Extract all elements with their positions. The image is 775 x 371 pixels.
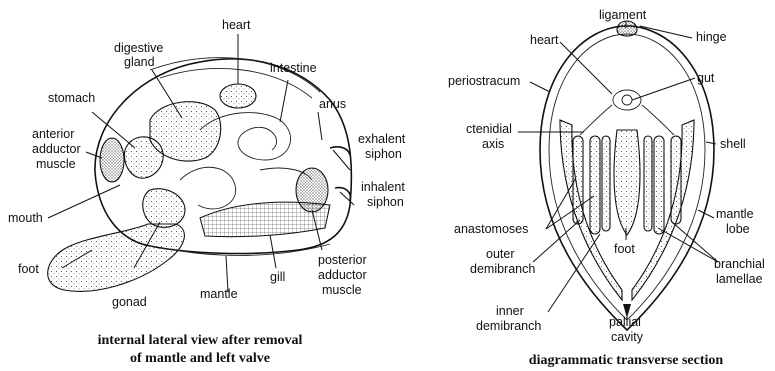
gut-shape bbox=[622, 95, 632, 105]
demibranch-outer-right-b bbox=[671, 136, 681, 224]
label-inhalent-2: siphon bbox=[367, 195, 404, 209]
caption-left-line1: internal lateral view after removal bbox=[98, 333, 303, 348]
demibranch-inner-left bbox=[590, 136, 600, 234]
lamella-left-3 bbox=[602, 136, 610, 231]
label-gut: gut bbox=[697, 71, 715, 85]
label-digestive-gland-1: digestive bbox=[114, 41, 163, 55]
caption-left-line2: of mantle and left valve bbox=[130, 351, 270, 366]
exhalent-siphon-shape bbox=[330, 147, 350, 155]
ctenidial-axis-left bbox=[580, 105, 612, 135]
label-inner-demibranch-1: inner bbox=[496, 304, 524, 318]
ligament-shape bbox=[617, 21, 637, 36]
lateral-view-panel: heart digestive gland intestine stomach … bbox=[8, 18, 406, 366]
label-outer-demibranch-2: demibranch bbox=[470, 262, 535, 276]
ctenidial-axis-right bbox=[642, 105, 674, 135]
label-ctenidial-2: axis bbox=[482, 137, 504, 151]
demibranch-outer-right-a bbox=[654, 136, 664, 234]
heart-shape-right bbox=[613, 90, 641, 110]
label-exhalent-1: exhalent bbox=[358, 132, 406, 146]
label-inner-demibranch-2: demibranch bbox=[476, 319, 541, 333]
gill-shape bbox=[200, 202, 330, 237]
label-anterior-1: anterior bbox=[32, 127, 74, 141]
label-heart: heart bbox=[222, 18, 251, 32]
transverse-section-panel: ligament heart hinge periostracum gut ct… bbox=[448, 8, 765, 368]
foot-shape bbox=[48, 224, 185, 291]
label-mantle-lobe-1: mantle bbox=[716, 207, 754, 221]
label-posterior-3: muscle bbox=[322, 283, 362, 297]
label-posterior-2: adductor bbox=[318, 268, 367, 282]
label-periostracum: periostracum bbox=[448, 74, 520, 88]
label-pallial-2: cavity bbox=[611, 330, 644, 344]
label-gill: gill bbox=[270, 270, 285, 284]
heart-shape bbox=[220, 84, 256, 108]
label-gonad: gonad bbox=[112, 295, 147, 309]
label-stomach: stomach bbox=[48, 91, 95, 105]
label-intestine: intestine bbox=[270, 61, 317, 75]
label-pallial-1: pallial bbox=[609, 315, 641, 329]
label-branchial-1: branchial bbox=[714, 257, 765, 271]
label-digestive-gland-2: gland bbox=[124, 55, 155, 69]
label-mantle: mantle bbox=[200, 287, 238, 301]
gonad-shape bbox=[143, 189, 185, 228]
label-branchial-2: lamellae bbox=[716, 272, 763, 286]
label-anterior-2: adductor bbox=[32, 142, 81, 156]
foot-shape-right bbox=[614, 130, 640, 235]
label-heart-right: heart bbox=[530, 33, 559, 47]
label-inhalent-1: inhalent bbox=[361, 180, 405, 194]
label-anastomoses: anastomoses bbox=[454, 222, 528, 236]
label-mouth: mouth bbox=[8, 211, 43, 225]
label-mantle-lobe-2: lobe bbox=[726, 222, 750, 236]
stomach-shape bbox=[124, 137, 163, 178]
label-anus: anus bbox=[319, 97, 346, 111]
demibranch-inner-right bbox=[644, 136, 652, 231]
label-shell: shell bbox=[720, 137, 746, 151]
label-hinge: hinge bbox=[696, 30, 727, 44]
anterior-adductor-muscle-shape bbox=[100, 138, 124, 182]
label-foot: foot bbox=[18, 262, 39, 276]
label-exhalent-2: siphon bbox=[365, 147, 402, 161]
caption-right: diagrammatic transverse section bbox=[529, 353, 724, 368]
label-posterior-1: posterior bbox=[318, 253, 367, 267]
label-anterior-3: muscle bbox=[36, 157, 76, 171]
label-ctenidial-1: ctenidial bbox=[466, 122, 512, 136]
label-outer-demibranch-1: outer bbox=[486, 247, 515, 261]
label-ligament: ligament bbox=[599, 8, 647, 22]
label-foot-right: foot bbox=[614, 242, 635, 256]
